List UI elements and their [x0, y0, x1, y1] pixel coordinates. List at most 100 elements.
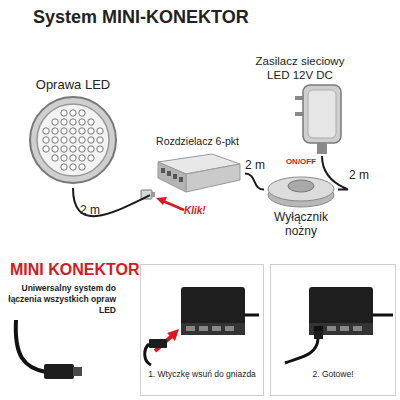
illustration-part [212, 326, 221, 331]
illustration-part [88, 119, 94, 125]
illustration-part [52, 128, 58, 134]
switch-drawing [264, 168, 338, 210]
illustration-part [314, 326, 323, 331]
step-panel: 1. Wtyczkę wsuń do gniazda [140, 264, 264, 396]
illustration-part [79, 146, 85, 152]
plug-connector [141, 190, 155, 199]
illustration-part [70, 119, 76, 125]
illustration-part [151, 192, 155, 197]
illustration-part [288, 180, 314, 192]
adapter-drawing [245, 82, 355, 154]
click-arrow [156, 197, 184, 210]
illustration-part [79, 119, 85, 125]
illustration-part [285, 339, 318, 363]
illustration-part [340, 326, 349, 331]
diagram-title: System MINI-KONEKTOR [33, 6, 249, 28]
illustration-part [303, 85, 341, 143]
cable-connector [245, 174, 264, 190]
illustration-part [61, 110, 67, 116]
illustration-part [186, 326, 195, 331]
cable-length: 2 m [245, 158, 265, 172]
illustration-part [161, 168, 165, 173]
illustration-part [327, 326, 336, 331]
illustration-part [156, 197, 167, 205]
illustration-part [163, 201, 184, 210]
illustration-part [70, 155, 76, 161]
illustration-part [43, 146, 49, 152]
illustration-part [52, 137, 58, 143]
illustration-part [27, 94, 119, 186]
switch-state: ON/OFF [286, 156, 316, 168]
step-panel: 2. Gotowe! [270, 264, 396, 396]
illustration-part [70, 137, 76, 143]
illustration-part [61, 119, 67, 125]
illustration-part [88, 146, 94, 152]
illustration-part [314, 331, 323, 339]
illustration-part [61, 137, 67, 143]
illustration-part [317, 143, 327, 154]
illustration-part [70, 110, 76, 116]
step-caption: 1. Wtyczkę wsuń do gniazda [143, 369, 261, 380]
illustration-part [245, 314, 259, 317]
cable-connector [322, 156, 347, 190]
illustration-part [73, 367, 82, 376]
illustration-part [61, 164, 67, 170]
illustration-part [37, 104, 109, 176]
led-lamp-drawing [27, 94, 119, 186]
illustration-part [268, 177, 334, 201]
illustration-part [43, 137, 49, 143]
illustration-part [30, 97, 116, 183]
fixture-name: Oprawa LED [36, 76, 110, 94]
illustration-part [173, 174, 177, 179]
distributor-box: Rozdzielacz 6-pkt [150, 134, 245, 206]
illustration-part [52, 146, 58, 152]
cable-connector [73, 188, 150, 216]
illustration-part [61, 155, 67, 161]
illustration-part [79, 164, 85, 170]
illustration-part [179, 177, 183, 182]
led-fixture: Oprawa LED [25, 76, 121, 188]
illustration-part [271, 265, 395, 369]
system-description: Uniwersalny system do łączenia wszystkic… [4, 283, 116, 316]
illustration-part [97, 128, 103, 134]
illustration-part [52, 155, 58, 161]
illustration-part [79, 155, 85, 161]
illustration-part [199, 326, 208, 331]
illustration-part [245, 82, 355, 154]
illustration-part [97, 137, 103, 143]
illustration-part [150, 148, 245, 200]
illustration-part [225, 326, 234, 331]
illustration-part [70, 128, 76, 134]
illustration-part [264, 168, 338, 210]
illustration-part [88, 137, 94, 143]
insert-drawing [141, 265, 263, 369]
cable-length: 2 m [349, 168, 369, 182]
illustration-part [61, 128, 67, 134]
illustration-part [79, 137, 85, 143]
plug-drawing [4, 316, 134, 394]
illustration-part [141, 190, 152, 199]
callout-label: Klik! [184, 205, 206, 217]
supply-name: Zasilacz sieciowy LED 12V DC [248, 54, 352, 82]
system-heading: MINI KONEKTOR [4, 260, 139, 280]
step-caption: 2. Gotowe! [273, 369, 393, 380]
illustration-part [88, 128, 94, 134]
illustration-part [44, 364, 74, 379]
illustration-part [70, 164, 76, 170]
done-drawing [271, 265, 395, 369]
illustration-part [79, 110, 85, 116]
power-supply: Zasilacz sieciowy LED 12V DC [245, 54, 355, 156]
illustration-part [167, 329, 179, 341]
intro-panel: MINI KONEKTORUniwersalny system do łącze… [4, 260, 134, 396]
illustration-part [186, 164, 240, 192]
illustration-part [4, 316, 134, 394]
illustration-part [158, 162, 186, 192]
illustration-part [97, 146, 103, 152]
illustration-part [353, 326, 362, 331]
illustration-part [88, 155, 94, 161]
distributor-name: Rozdzielacz 6-pkt [150, 134, 245, 148]
illustration-part [167, 171, 171, 176]
illustration-part [43, 128, 49, 134]
distributor-drawing [150, 148, 245, 200]
